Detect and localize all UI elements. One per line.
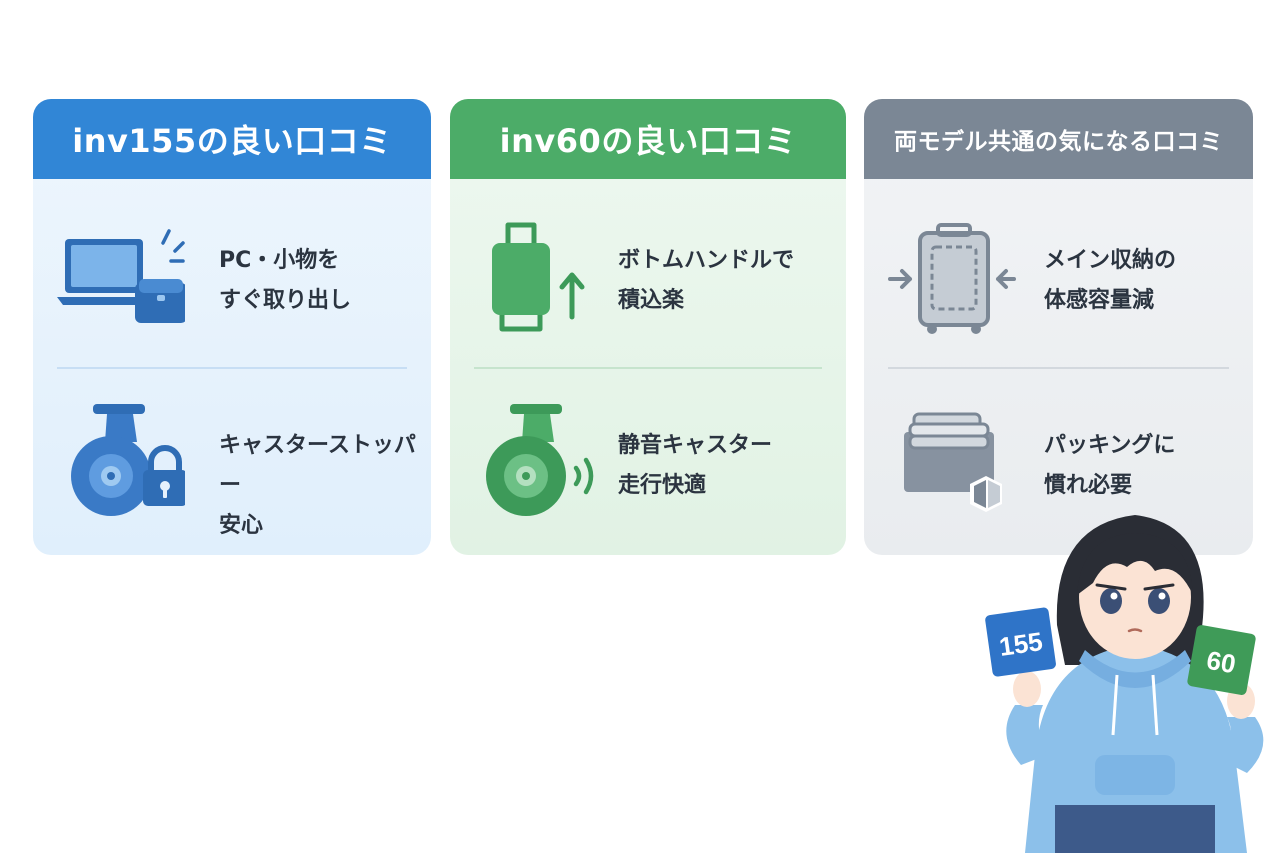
- divider: [474, 367, 822, 369]
- review-text-line1: PC・小物を: [219, 248, 340, 273]
- review-item: 静音キャスター 走行快適: [450, 384, 846, 544]
- review-item: PC・小物を すぐ取り出し: [33, 199, 431, 359]
- shrinking-suitcase-icon: [888, 223, 1016, 334]
- divider: [888, 367, 1229, 369]
- review-text-line1: パッキングに: [1044, 433, 1176, 458]
- review-text-line2: 走行快適: [618, 473, 707, 498]
- packing-box-icon: [904, 412, 1002, 512]
- review-item: メイン収納の 体感容量減: [864, 199, 1253, 359]
- character-illustration: 155 60: [985, 515, 1264, 853]
- review-text-line1: ボトムハンドルで: [618, 248, 795, 273]
- quiet-caster-icon: [486, 404, 594, 516]
- review-text-line2: 慣れ必要: [1044, 473, 1133, 498]
- laptop-pouch-icon: [57, 229, 185, 323]
- card-title: inv60の良い口コミ: [450, 99, 846, 179]
- review-text-line1: メイン収納の: [1044, 248, 1177, 273]
- inv155-review-card: inv155の良い口コミ PC・小物を すぐ取り出し: [33, 99, 431, 555]
- review-item: パッキングに 慣れ必要: [864, 384, 1253, 544]
- review-text-line1: キャスターストッパー: [219, 433, 416, 498]
- model-card-155: 155: [997, 626, 1044, 662]
- review-text-line2: すぐ取り出し: [219, 288, 352, 313]
- review-item: ボトムハンドルで 積込楽: [450, 199, 846, 359]
- review-text-line2: 積込楽: [618, 288, 685, 313]
- inv60-review-card: inv60の良い口コミ ボトムハンドルで 積込楽 静音キャスター 走行快適: [450, 99, 846, 555]
- divider: [57, 367, 407, 369]
- caster-lock-icon: [71, 404, 185, 516]
- review-text-line2: 体感容量減: [1044, 288, 1155, 313]
- suitcase-handle-icon: [492, 222, 585, 332]
- model-card-60: 60: [1204, 645, 1238, 680]
- review-text-line1: 静音キャスター: [618, 433, 773, 458]
- review-item: キャスターストッパー 安心: [33, 384, 431, 544]
- common-concern-card: 両モデル共通の気になる口コミ メイン収納の 体感容量減 パッキングに: [864, 99, 1253, 555]
- review-text-line2: 安心: [219, 513, 264, 538]
- card-title: 両モデル共通の気になる口コミ: [864, 99, 1253, 179]
- card-title: inv155の良い口コミ: [33, 99, 431, 179]
